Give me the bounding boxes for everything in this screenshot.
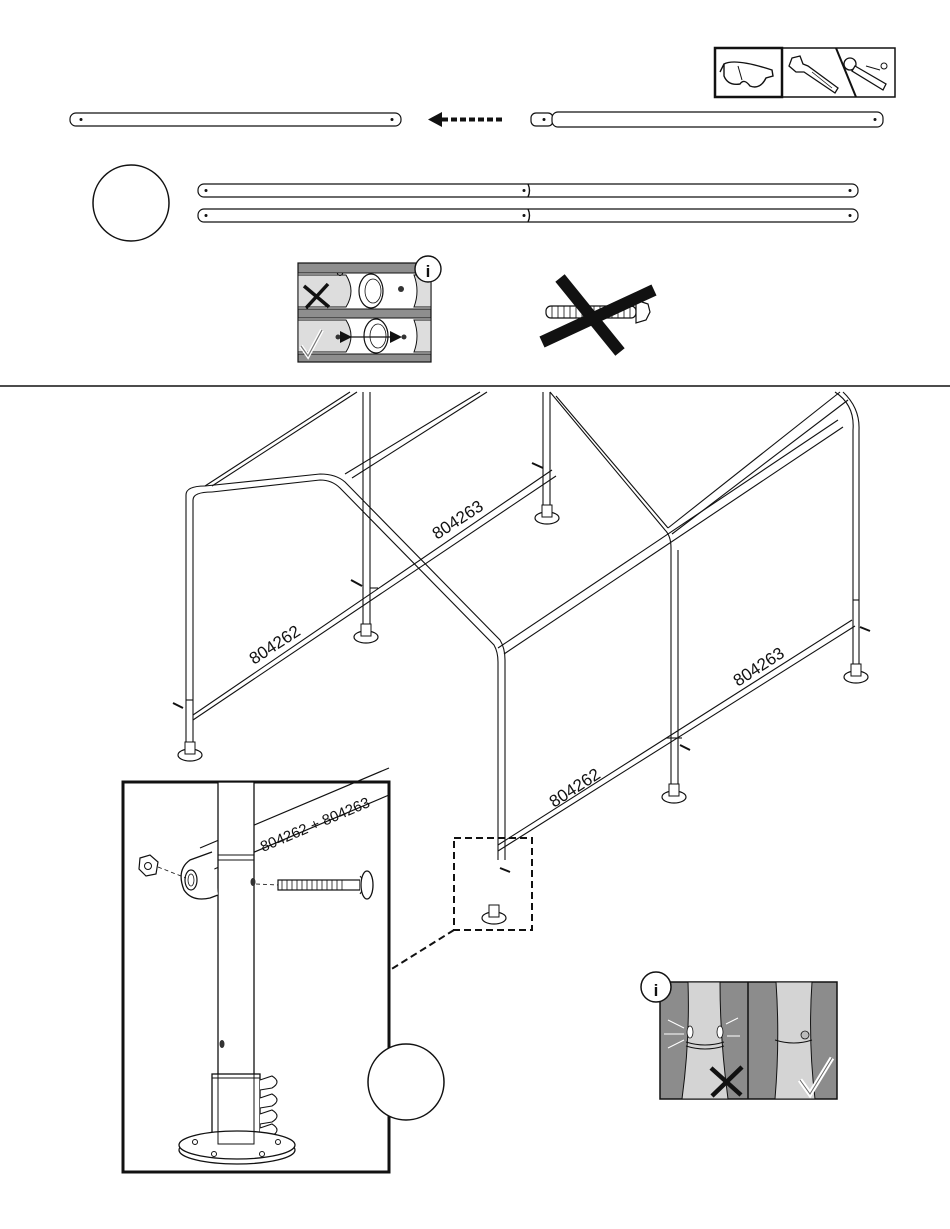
- foot-plate-rear-mid: [535, 505, 559, 524]
- assembled-tube-1: [198, 184, 858, 197]
- no-bolt-symbol: [542, 278, 654, 352]
- detail-leader: [390, 930, 454, 970]
- info-icon-2: i: [641, 972, 671, 1002]
- foot-plate-right-mid: [662, 784, 686, 803]
- hole-alignment-info-panel: i: [298, 256, 441, 362]
- tools-panel: [715, 48, 895, 97]
- tube-left: [70, 113, 401, 126]
- part-label-right-front: 804262: [546, 765, 604, 812]
- assembled-tube-2: [198, 209, 858, 222]
- info-icon: i: [415, 256, 441, 282]
- insert-arrow: [428, 112, 502, 127]
- foot-plate-right-rear: [844, 664, 868, 683]
- detail-panel: 804262 + 804263: [123, 768, 389, 1172]
- tightening-info-panel: i: [641, 972, 837, 1099]
- foot-plate-front-right: [482, 905, 506, 924]
- svg-text:i: i: [426, 262, 431, 281]
- tube-right: [531, 112, 883, 127]
- detail-quantity-circle: [368, 1044, 444, 1120]
- foot-plate-rear-left: [354, 624, 378, 643]
- svg-text:i: i: [654, 981, 659, 1000]
- quantity-circle: [93, 165, 169, 241]
- foot-plate-front-left: [178, 742, 202, 761]
